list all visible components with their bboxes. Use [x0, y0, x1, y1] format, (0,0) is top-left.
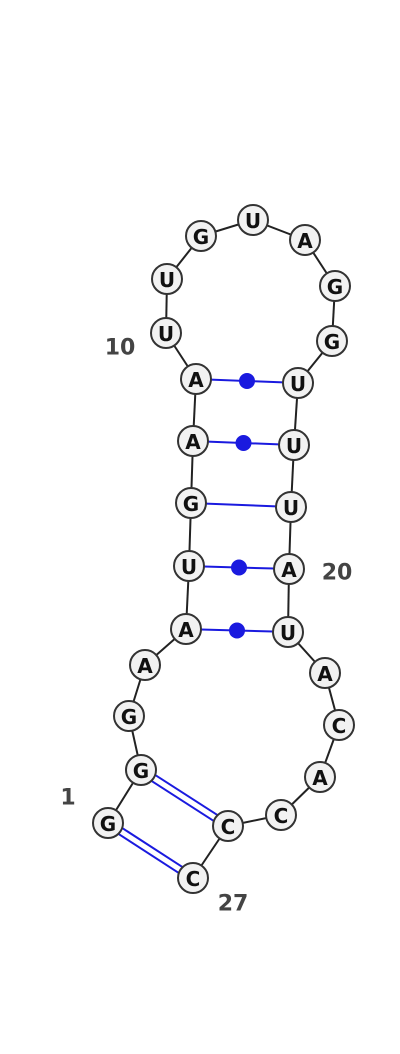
- nucleotide-letter: G: [133, 759, 149, 783]
- nucleotide: G: [175, 487, 207, 519]
- nucleotide: G: [316, 325, 348, 357]
- nucleotide-letter: U: [245, 209, 261, 233]
- nucleotide-letter: C: [186, 867, 201, 891]
- nucleotide-circle: [282, 367, 314, 399]
- nucleotide: U: [272, 616, 304, 648]
- base-pair-line: [205, 502, 277, 508]
- nucleotide-letter: A: [137, 654, 153, 678]
- nucleotide-letter: A: [185, 430, 201, 454]
- position-label: 20: [322, 561, 353, 586]
- nucleotide-circle: [237, 204, 269, 236]
- nucleotide-circle: [92, 807, 124, 839]
- nucleotide: C: [212, 810, 244, 842]
- nucleotide-letter: C: [221, 815, 236, 839]
- nucleotide-circle: [129, 649, 161, 681]
- nucleotide: A: [180, 363, 212, 395]
- nucleotide-circle: [273, 553, 305, 585]
- nucleotide: G: [319, 270, 351, 302]
- nucleotide: A: [309, 657, 341, 689]
- nucleotide-letter: U: [159, 268, 175, 292]
- nucleotide: U: [151, 263, 183, 295]
- wobble-pair-dot: [235, 435, 252, 451]
- nucleotide-letter: G: [327, 275, 343, 299]
- nucleotide-circle: [185, 220, 217, 252]
- nucleotide-letter: G: [183, 492, 199, 516]
- nucleotide: G: [185, 220, 217, 252]
- nucleotide-circle: [323, 709, 355, 741]
- base-pair-line: [121, 827, 183, 868]
- position-label-layer: 1 10 20 27: [60, 336, 352, 917]
- nucleotide-letter: U: [181, 555, 197, 579]
- nucleotide-circle: [180, 363, 212, 395]
- nucleotide-circle: [316, 325, 348, 357]
- nucleotide: U: [275, 491, 307, 523]
- nucleotide-letter: A: [297, 229, 313, 253]
- nucleotide: A: [289, 224, 321, 256]
- nucleotide-letter: G: [121, 705, 137, 729]
- nucleotide-circle: [304, 761, 336, 793]
- nucleotide: G: [113, 700, 145, 732]
- nucleotide-letter: A: [178, 618, 194, 642]
- nucleotide-circle: [212, 810, 244, 842]
- nucleotide-circle: [177, 862, 209, 894]
- nucleotide-letter: U: [283, 496, 299, 520]
- nucleotide-circle: [151, 263, 183, 295]
- nucleotide-letter: A: [312, 766, 328, 790]
- wobble-pair-dot: [231, 559, 247, 576]
- nucleotide-circle: [113, 700, 145, 732]
- base-pair-line: [151, 780, 215, 822]
- nucleotide-circle: [175, 487, 207, 519]
- nucleotide: G: [125, 754, 157, 786]
- position-label: 1: [60, 786, 75, 811]
- nucleotide: U: [278, 429, 310, 461]
- nucleotide: A: [304, 761, 336, 793]
- nucleotide: U: [282, 367, 314, 399]
- nucleotide: G: [92, 807, 124, 839]
- nucleotide-circle: [309, 657, 341, 689]
- nucleotide-circle: [278, 429, 310, 461]
- base-pair-layer: [118, 373, 284, 874]
- nucleotide-letter: G: [193, 225, 209, 249]
- nucleotide-letter: G: [324, 330, 340, 354]
- nucleotide: U: [150, 317, 182, 349]
- base-pair-line: [154, 774, 218, 816]
- nucleotide-letter: C: [332, 714, 347, 738]
- nucleotide-circle: [275, 491, 307, 523]
- nucleotide-letter: G: [100, 812, 116, 836]
- wobble-pair-dot: [239, 373, 255, 389]
- nucleotide-circle: [319, 270, 351, 302]
- nucleotide-circle: [289, 224, 321, 256]
- nucleotide: C: [323, 709, 355, 741]
- nucleotide-letter: U: [290, 372, 306, 396]
- nucleotide-letter: C: [274, 804, 289, 828]
- nucleotide-circle: [173, 550, 205, 582]
- nucleotide-letter: A: [317, 662, 333, 686]
- wobble-pair-dot: [229, 622, 245, 639]
- nucleotide: U: [173, 550, 205, 582]
- nucleotide: C: [265, 799, 297, 831]
- nucleotide-letter: A: [188, 368, 204, 392]
- nucleotide-letter: U: [286, 434, 302, 458]
- position-label: 10: [105, 336, 136, 361]
- nucleotide-letter: U: [158, 322, 174, 346]
- nucleotide-circle: [177, 425, 209, 457]
- nucleotide: A: [129, 649, 161, 681]
- position-label: 27: [218, 892, 249, 917]
- nucleotide-circle: [272, 616, 304, 648]
- nucleotide: C: [177, 862, 209, 894]
- nucleotide-circle: [150, 317, 182, 349]
- nucleotide-letter: A: [281, 558, 297, 582]
- base-pair-line: [118, 833, 180, 874]
- nucleotide-circle: [125, 754, 157, 786]
- nucleotide-circle: [170, 613, 202, 645]
- nucleotide: A: [177, 425, 209, 457]
- nucleotide-letter: U: [280, 621, 296, 645]
- nucleotide: A: [273, 553, 305, 585]
- nucleotide-circle: [265, 799, 297, 831]
- nucleotide: A: [170, 613, 202, 645]
- nucleotide: U: [237, 204, 269, 236]
